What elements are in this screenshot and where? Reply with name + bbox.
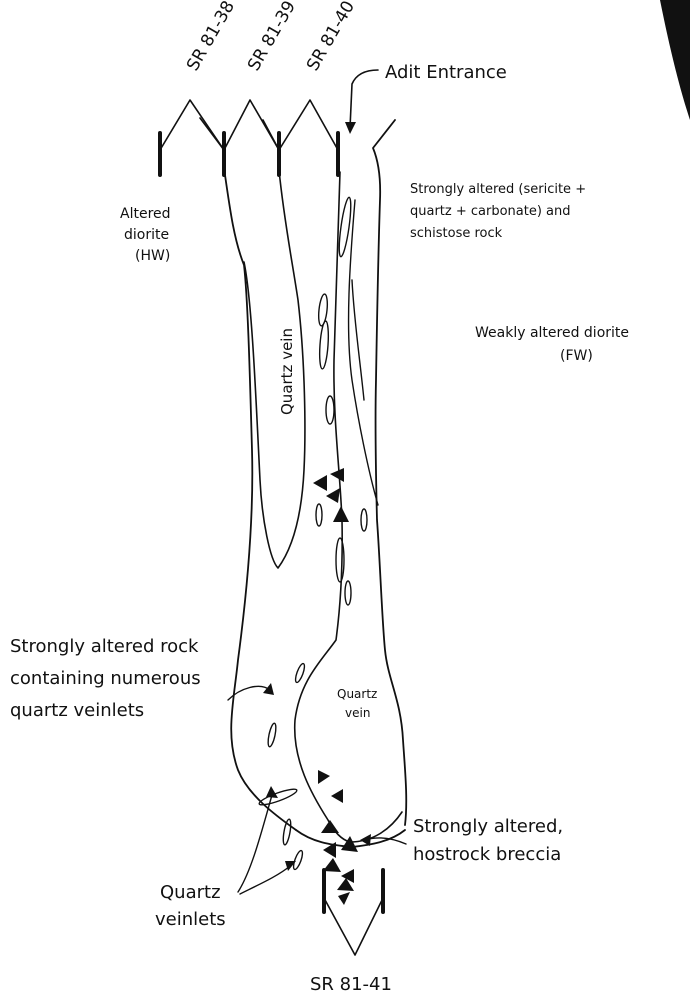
quartz-veinlets xyxy=(258,197,367,871)
label-strong-line-1: Strongly altered (sericite + xyxy=(410,182,586,197)
breccia-fragment xyxy=(338,892,350,905)
internal-contact-2 xyxy=(352,280,364,400)
breccia-fragment xyxy=(333,506,349,522)
veinlets-pointer-1-head xyxy=(266,786,278,798)
label-hw-line-2: diorite xyxy=(124,227,169,243)
scan-edge-artifact xyxy=(660,0,690,120)
adit-arrowhead xyxy=(345,122,356,134)
veinlet xyxy=(282,819,292,846)
sample-markers-bottom xyxy=(324,870,383,955)
label-weak-line-2: (FW) xyxy=(560,348,593,364)
veinlet xyxy=(292,850,304,871)
leader-sr-81-41 xyxy=(324,898,383,955)
breccia-fragment xyxy=(318,770,330,784)
pointer-arrows xyxy=(228,683,406,894)
breccia-pointer-head xyxy=(360,834,371,846)
veinlet xyxy=(336,538,344,582)
lower-quartz-vein xyxy=(295,172,402,842)
veinlet xyxy=(258,786,298,807)
labels: SR 81-38 SR 81-39 SR 81-40 Adit Entrance… xyxy=(10,0,629,995)
breccia-fragment xyxy=(313,475,327,491)
breccia-fragment xyxy=(330,468,344,482)
leader-tick-38 xyxy=(200,118,224,150)
rock-pointer-head xyxy=(263,683,274,695)
label-rock-line-1: Strongly altered rock xyxy=(10,636,199,657)
adit-leader xyxy=(350,70,378,128)
label-quartz-vein-upper: Quartz vein xyxy=(278,328,296,415)
label-sr-81-40: SR 81-40 xyxy=(303,0,359,75)
label-rock-line-2: containing numerous xyxy=(10,668,201,689)
veinlet xyxy=(294,663,306,684)
sample-markers-top xyxy=(160,133,338,175)
label-sr-81-38: SR 81-38 xyxy=(183,0,239,75)
label-adit-entrance: Adit Entrance xyxy=(385,62,507,83)
label-rock-line-3: quartz veinlets xyxy=(10,700,144,721)
label-sr-81-41: SR 81-41 xyxy=(310,974,392,995)
veinlets-pointer-2 xyxy=(240,866,290,894)
label-strong-line-3: schistose rock xyxy=(410,226,503,241)
veinlet xyxy=(345,581,351,605)
leader-tick-39 xyxy=(263,120,279,150)
label-quartz-vein-lower-1: Quartz xyxy=(337,687,377,701)
veinlet xyxy=(316,504,322,526)
veinlet xyxy=(267,723,278,748)
label-veinlets-line-1: Quartz xyxy=(160,882,221,903)
breccia-fragment xyxy=(321,820,339,833)
veinlet xyxy=(361,509,367,531)
veinlets-pointer-1 xyxy=(238,795,272,892)
footwall-contact xyxy=(373,120,406,825)
label-breccia-line-2: hostrock breccia xyxy=(413,844,561,865)
hangingwall-contact xyxy=(224,168,296,830)
label-weak-line-1: Weakly altered diorite xyxy=(475,325,629,341)
leader-lines-top xyxy=(160,70,378,150)
leader-sr-81-39 xyxy=(224,100,279,150)
breccia-fragment xyxy=(326,488,340,503)
veinlet xyxy=(318,321,329,369)
internal-contact xyxy=(349,200,378,505)
breccia-fragment xyxy=(331,789,343,803)
label-sr-81-39: SR 81-39 xyxy=(244,0,300,75)
veinlet xyxy=(326,396,334,424)
label-hw-line-1: Altered xyxy=(120,206,171,222)
label-hw-line-3: (HW) xyxy=(135,248,170,264)
lower-quartz-vein-outline xyxy=(295,172,402,842)
label-breccia-line-1: Strongly altered, xyxy=(413,816,563,837)
leader-sr-81-38 xyxy=(160,100,224,150)
label-strong-line-2: quartz + carbonate) and xyxy=(410,204,571,219)
label-quartz-vein-lower-2: vein xyxy=(345,706,370,720)
label-veinlets-line-2: veinlets xyxy=(155,909,226,930)
leader-sr-81-40 xyxy=(279,100,338,150)
